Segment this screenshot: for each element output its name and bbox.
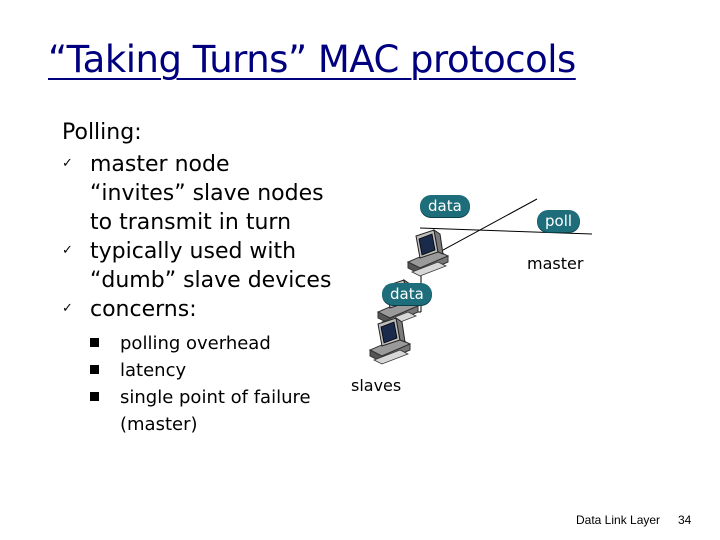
computer-icon [407, 229, 449, 277]
bullet-line: “dumb” slave devices [90, 268, 332, 293]
bullet-mark-icon: ✓ [62, 301, 73, 316]
data-packet-middle: data [382, 283, 432, 305]
sub-bullet-single-point: single point of failure (master) [90, 384, 352, 438]
bullet-line: concerns: [90, 297, 197, 322]
sub-bullet-line: latency [120, 360, 187, 381]
data-packet-top: data [420, 195, 470, 217]
sub-bullet-line: (master) [120, 414, 198, 435]
slide-content: Polling: ✓ master node “invites” slave n… [62, 118, 352, 438]
poll-packet: poll [537, 210, 581, 232]
sub-bullet-line: single point of failure [120, 387, 311, 408]
bullet-list: ✓ master node “invites” slave nodes to t… [62, 150, 352, 438]
square-bullet-icon [90, 338, 99, 347]
bullet-typically-used: ✓ typically used with “dumb” slave devic… [62, 237, 352, 295]
square-bullet-icon [90, 392, 99, 401]
master-label: master [527, 254, 584, 273]
bullet-concerns: ✓ concerns: polling overhead latency sin… [62, 295, 352, 438]
bullet-master-node: ✓ master node “invites” slave nodes to t… [62, 150, 352, 237]
square-bullet-icon [90, 365, 99, 374]
sub-bullet-line: polling overhead [120, 333, 271, 354]
sub-bullet-latency: latency [90, 357, 352, 384]
bullet-line: to transmit in turn [90, 210, 292, 235]
bullet-line: “invites” slave nodes [90, 181, 324, 206]
bullet-line: master node [90, 152, 230, 177]
bullet-mark-icon: ✓ [62, 243, 73, 258]
bus-top [419, 227, 593, 235]
bullet-line: typically used with [90, 239, 297, 264]
computer-icon [369, 317, 411, 365]
page-number: 34 [678, 513, 692, 527]
polling-heading: Polling: [62, 120, 142, 145]
bullet-mark-icon: ✓ [62, 156, 73, 171]
slaves-label: slaves [351, 376, 402, 395]
footer-section-title: Data Link Layer [576, 513, 661, 527]
slide-title: “Taking Turns” MAC protocols [48, 38, 576, 81]
sub-bullet-list: polling overhead latency single point of… [90, 330, 352, 438]
sub-bullet-polling-overhead: polling overhead [90, 330, 352, 357]
